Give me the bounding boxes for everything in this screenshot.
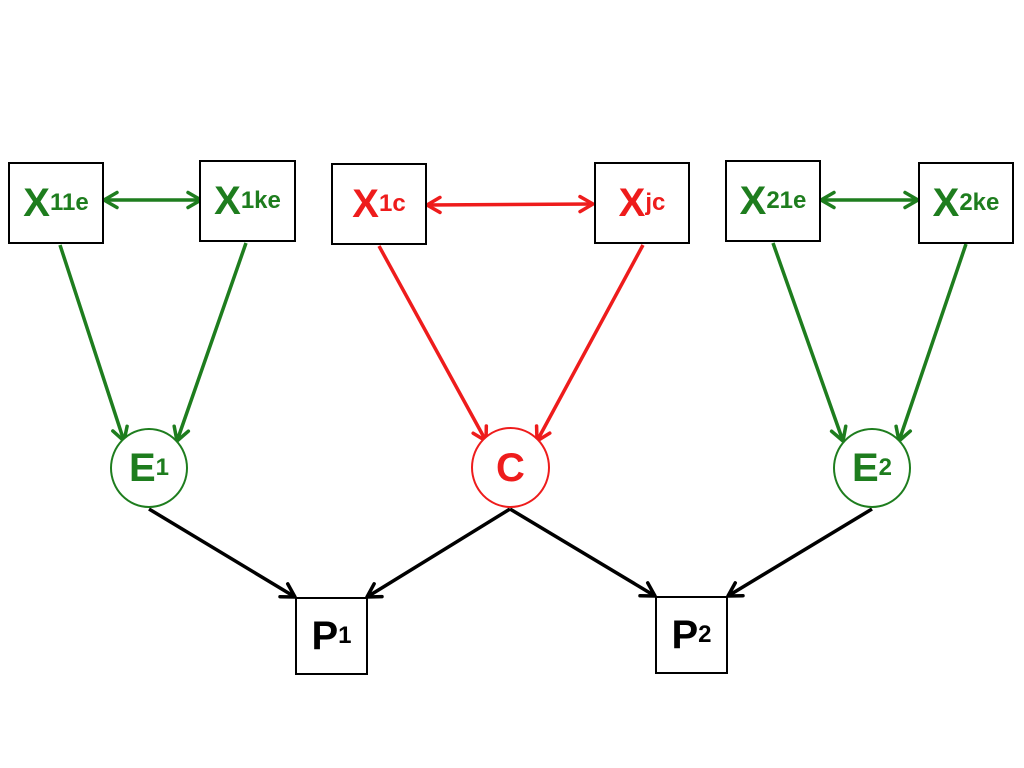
node-xjc-main: X — [618, 181, 646, 225]
node-c: C — [471, 427, 550, 508]
arrowhead-e2-p2-end — [726, 581, 745, 598]
edge-x1c-c — [377, 245, 488, 442]
arrowhead-x21e-x2ke-start — [819, 190, 836, 210]
edge-e2-p2 — [727, 507, 873, 598]
node-x1c-main: X — [352, 182, 379, 226]
node-x11e-main: X — [23, 181, 50, 225]
edge-xjc-c — [535, 244, 645, 442]
node-p2-main: P — [671, 613, 699, 657]
edge-x11e-e1 — [58, 244, 126, 442]
node-x21e-main: X — [739, 179, 767, 223]
node-x2ke-main: X — [932, 181, 960, 225]
edge-e1-p1 — [148, 507, 296, 599]
edge-c-p2 — [509, 507, 656, 598]
node-x1ke-main: X — [214, 179, 241, 223]
node-c-main: C — [496, 445, 525, 490]
node-e2-main: E — [851, 446, 879, 490]
arrowhead-x1c-xjc-start — [425, 195, 442, 215]
node-p1-main: P — [311, 614, 339, 658]
edge-x2ke-e2 — [897, 243, 968, 442]
arrowhead-x11e-x1ke-start — [102, 190, 119, 210]
edge-c-p1 — [366, 507, 511, 599]
arrowhead-x1c-xjc-end — [578, 194, 595, 214]
edge-x21e-e2 — [771, 242, 845, 442]
edge-x1c-xjc — [426, 202, 594, 207]
edge-x1ke-e1 — [175, 242, 248, 442]
node-e1-main: E — [128, 446, 156, 490]
